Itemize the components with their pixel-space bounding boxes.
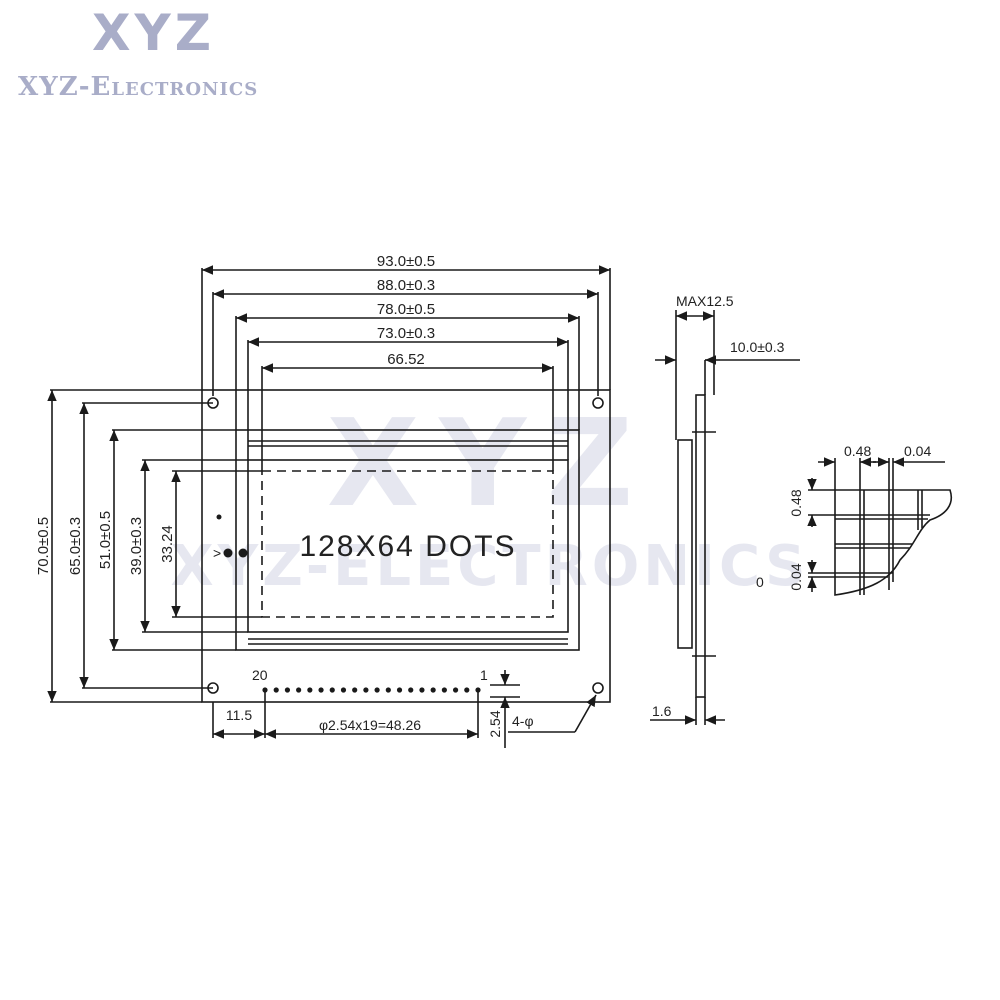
dot-origin-label: 0 — [756, 574, 764, 590]
watermark-logo: XYZ — [327, 395, 653, 534]
pin-pad — [340, 687, 347, 693]
pcb-outline — [201, 389, 611, 703]
pin-pad — [273, 687, 279, 693]
dim-height-65: 65.0±0.3 — [67, 517, 84, 575]
dim-max-thickness: MAX12.5 — [676, 293, 734, 309]
side-bezel — [677, 439, 693, 649]
dim-width-88: 88.0±0.3 — [377, 277, 435, 294]
brand-logo: XYZ — [92, 4, 216, 62]
viewing-area — [247, 459, 569, 633]
led-pad — [238, 548, 248, 558]
dim-width-93: 93.0±0.5 — [377, 253, 435, 270]
pin-pad — [441, 687, 447, 693]
pin-label-20: 20 — [252, 667, 268, 683]
dim-pin-pitch: φ2.54x19=48.26 — [319, 717, 421, 733]
pin-pad — [408, 687, 414, 693]
pin-pad — [284, 687, 291, 693]
dim-dot-gap-v: 0.04 — [788, 563, 804, 590]
dot-pitch-detail — [807, 457, 952, 596]
display-label: 128X64 DOTS — [299, 530, 516, 563]
pin-pad — [430, 687, 436, 693]
dim-dot-gap-h: 0.04 — [904, 443, 931, 459]
pin-pad — [329, 687, 335, 693]
pin-pad — [452, 687, 459, 693]
dim-module-thickness: 10.0±0.3 — [730, 339, 785, 355]
pin-pad — [363, 687, 369, 693]
dim-width-78: 78.0±0.5 — [377, 301, 435, 318]
dim-pin-spacing: 2.54 — [487, 710, 503, 737]
dim-height-70: 70.0±0.5 — [35, 517, 52, 575]
pin-pad — [464, 687, 470, 693]
pin-header — [262, 687, 481, 693]
dim-pcb-thickness: 1.6 — [652, 703, 672, 719]
pin-pad — [296, 687, 302, 693]
dim-height-33: 33.24 — [159, 525, 176, 563]
dot-area — [261, 470, 554, 618]
dim-dot-size-h: 0.48 — [844, 443, 871, 459]
led-pad — [216, 514, 222, 520]
dim-width-73: 73.0±0.3 — [377, 325, 435, 342]
pin-pad — [385, 687, 391, 693]
dim-height-39: 39.0±0.3 — [128, 517, 145, 575]
contrast-marker: > — [213, 545, 221, 561]
dim-dot-size-v: 0.48 — [788, 489, 804, 516]
pin-pad — [307, 687, 313, 693]
pin-label-1: 1 — [480, 667, 488, 683]
led-pad — [223, 548, 233, 558]
pin-pad — [475, 687, 481, 693]
mount-hole — [592, 397, 604, 409]
side-pcb — [695, 394, 706, 698]
pin-pad — [352, 687, 358, 693]
pin-pad — [262, 687, 268, 693]
pin-pad — [318, 687, 324, 693]
dim-height-51: 51.0±0.5 — [97, 511, 114, 569]
pin-pad — [419, 687, 425, 693]
brand-name: XYZ-Electronics — [18, 72, 259, 102]
hole-note: 4-φ — [512, 713, 534, 729]
pin-pad — [396, 687, 403, 693]
bezel-outline — [235, 429, 580, 651]
dim-pin-offset: 11.5 — [226, 707, 252, 723]
pin-pad — [374, 687, 380, 693]
watermark-name: XYZ-ELECTRONICS — [171, 534, 810, 599]
mount-hole — [592, 682, 604, 694]
dim-width-66: 66.52 — [387, 351, 425, 368]
